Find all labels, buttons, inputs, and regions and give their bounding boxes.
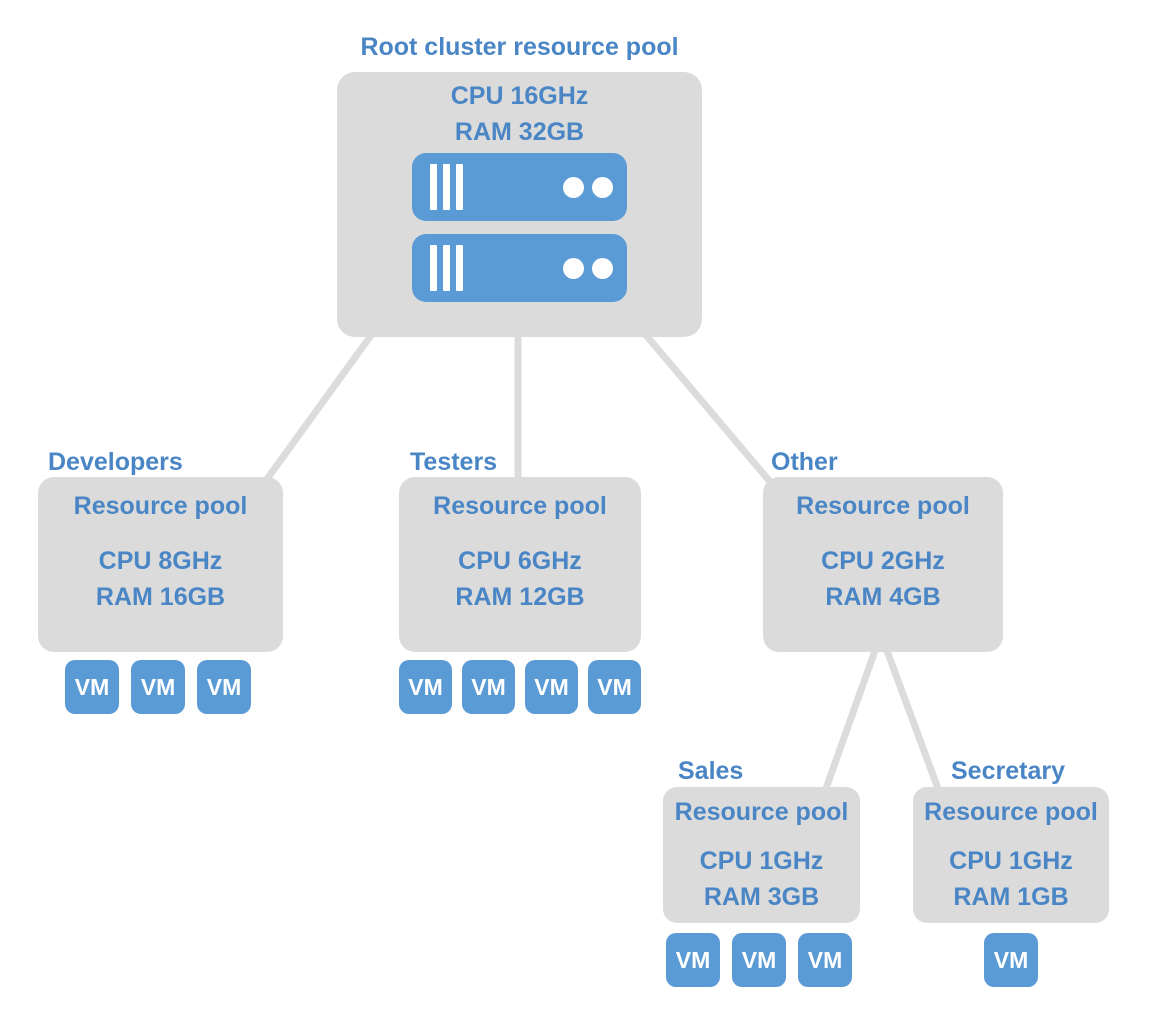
pool-heading: Resource pool (73, 492, 248, 520)
server-dots-icon (563, 257, 613, 279)
pool-heading: Resource pool (924, 798, 1098, 826)
vm-box: VM (197, 660, 251, 714)
vm-box: VM (131, 660, 185, 714)
pool-box-sales: Resource pool CPU 1GHz RAM 3GB (663, 787, 860, 923)
vm-box: VM (462, 660, 515, 714)
ram-spec: RAM 1GB (953, 883, 1069, 911)
pool-box-testers: Resource pool CPU 6GHz RAM 12GB (399, 477, 641, 652)
vm-box: VM (666, 933, 720, 987)
vm-box: VM (399, 660, 452, 714)
server-icon (412, 153, 627, 221)
cpu-spec: CPU 8GHz (98, 547, 223, 575)
ram-spec: RAM 12GB (455, 583, 585, 611)
vm-row-secretary: VM (913, 933, 1109, 987)
pool-label-secretary: Secretary (951, 757, 1065, 785)
connector-root-developers (258, 330, 376, 490)
cpu-spec: CPU 6GHz (458, 547, 582, 575)
pool-heading: Resource pool (433, 492, 607, 520)
pool-label-other: Other (771, 448, 838, 476)
server-dots-icon (563, 176, 613, 198)
server-bars-icon (430, 164, 463, 210)
pool-box-other: Resource pool CPU 2GHz RAM 4GB (763, 477, 1003, 652)
vm-box: VM (732, 933, 786, 987)
pool-label-developers: Developers (48, 448, 183, 476)
cpu-spec: CPU 1GHz (699, 847, 824, 875)
pool-node-testers: Testers Resource pool CPU 6GHz RAM 12GB … (399, 447, 641, 714)
pool-node-developers: Developers Resource pool CPU 8GHz RAM 16… (38, 447, 283, 714)
vm-box: VM (588, 660, 641, 714)
pool-heading: Resource pool (674, 798, 849, 826)
connector-other-sales (820, 644, 880, 798)
cpu-spec: CPU 2GHz (821, 547, 945, 575)
vm-box: VM (65, 660, 119, 714)
root-pool-box: CPU 16GHz RAM 32GB (337, 72, 702, 337)
connector-root-other (641, 330, 776, 488)
server-bars-icon (430, 245, 463, 291)
pool-label-testers: Testers (410, 448, 498, 476)
pool-label-sales: Sales (678, 757, 744, 785)
pool-heading: Resource pool (796, 492, 970, 520)
ram-spec: RAM 4GB (825, 583, 941, 611)
ram-spec: RAM 16GB (95, 583, 226, 611)
root-ram-spec: RAM 32GB (454, 118, 585, 146)
vm-box: VM (798, 933, 852, 987)
connector-other-secretary (882, 644, 944, 798)
root-pool-title: Root cluster resource pool (360, 33, 679, 61)
root-cpu-spec: CPU 16GHz (450, 82, 589, 110)
pool-box-secretary: Resource pool CPU 1GHz RAM 1GB (913, 787, 1109, 923)
cpu-spec: CPU 1GHz (949, 847, 1073, 875)
pool-box-developers: Resource pool CPU 8GHz RAM 16GB (38, 477, 283, 652)
pool-node-secretary: Secretary Resource pool CPU 1GHz RAM 1GB… (913, 755, 1109, 987)
vm-box: VM (525, 660, 578, 714)
ram-spec: RAM 3GB (703, 883, 820, 911)
server-stack (337, 153, 702, 302)
vm-box: VM (984, 933, 1038, 987)
pool-node-other: Other Resource pool CPU 2GHz RAM 4GB (763, 447, 1003, 652)
root-pool-node: Root cluster resource pool CPU 16GHz RAM… (337, 30, 702, 337)
server-icon (412, 234, 627, 302)
